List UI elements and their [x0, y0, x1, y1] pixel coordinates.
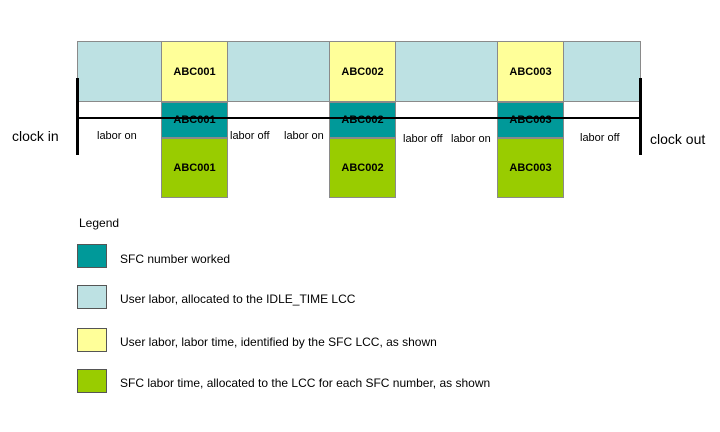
user-labor-box-1: ABC001: [161, 41, 228, 102]
legend-swatch-sfc-labor: [77, 369, 107, 393]
sfc-mid-label-2: ABC002: [341, 114, 384, 126]
legend-label-sfc-worked: SFC number worked: [120, 252, 231, 266]
sfc-bottom-label-3: ABC003: [509, 162, 552, 174]
labor-off-label-1: labor off: [230, 130, 270, 142]
sfc-labor-box-2: ABC002: [329, 138, 396, 198]
sfc-top-label-3: ABC003: [509, 65, 552, 78]
legend-label-sfc-labor: SFC labor time, allocated to the LCC for…: [120, 376, 491, 390]
user-labor-box-2: ABC002: [329, 41, 396, 102]
legend-swatch-user-labor: [77, 328, 107, 352]
sfc-labor-box-1: ABC001: [161, 138, 228, 198]
sfc-mid-label-1: ABC001: [173, 114, 216, 126]
sfc-labor-box-3: ABC003: [497, 138, 564, 198]
sfc-mid-label-3: ABC003: [509, 114, 552, 126]
sfc-worked-box-3: ABC003: [497, 102, 564, 138]
labor-on-label-1: labor on: [97, 130, 137, 142]
sfc-worked-box-1: ABC001: [161, 102, 228, 138]
sfc-worked-box-2: ABC002: [329, 102, 396, 138]
sfc-bottom-label-1: ABC001: [173, 162, 216, 174]
legend-label-idle: User labor, allocated to the IDLE_TIME L…: [120, 292, 356, 306]
clock-out-marker: [639, 78, 642, 155]
legend-label-user-labor: User labor, labor time, identified by th…: [120, 335, 437, 349]
sfc-top-label-1: ABC001: [173, 65, 216, 78]
user-labor-box-3: ABC003: [497, 41, 564, 102]
clock-in-marker: [76, 78, 79, 155]
clock-out-label: clock out: [650, 131, 706, 147]
labor-on-label-3: labor on: [451, 133, 491, 145]
labor-off-label-3: labor off: [580, 132, 620, 144]
clock-in-label: clock in: [12, 128, 59, 144]
sfc-bottom-label-2: ABC002: [341, 162, 384, 174]
timeline-line: [77, 117, 641, 119]
legend-swatch-sfc-worked: [77, 244, 107, 268]
labor-off-label-2: labor off: [403, 133, 443, 145]
legend-swatch-idle: [77, 285, 107, 309]
labor-on-label-2: labor on: [284, 130, 324, 142]
sfc-top-label-2: ABC002: [341, 65, 384, 78]
legend-title: Legend: [79, 216, 120, 230]
